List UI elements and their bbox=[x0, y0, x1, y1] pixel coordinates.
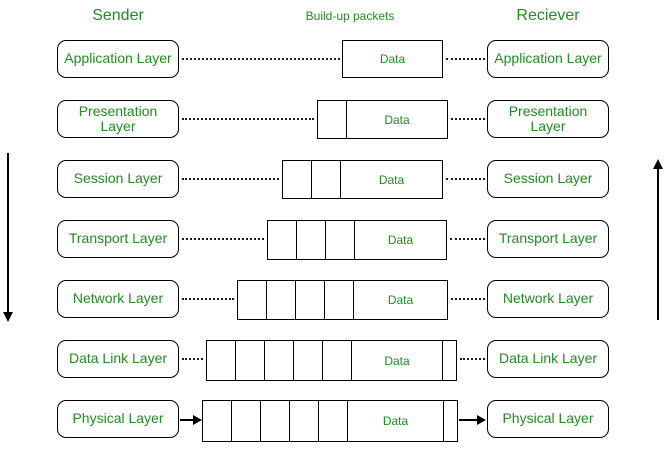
header-cell bbox=[318, 101, 347, 138]
packet-data-section: Data bbox=[352, 341, 442, 380]
layer-label: Data Link Layer bbox=[498, 350, 598, 367]
header-cell bbox=[290, 401, 319, 441]
layer-label: Network Layer bbox=[502, 290, 594, 307]
receiver-box-application-layer: Application Layer bbox=[487, 40, 609, 78]
receiver-direction-up-arrow bbox=[653, 159, 663, 320]
sender-box-session-layer: Session Layer bbox=[57, 160, 179, 198]
packet-data-section: Data bbox=[355, 221, 446, 259]
data-label: Data bbox=[379, 52, 406, 66]
header-cell bbox=[294, 341, 323, 380]
receiver-box-presentation-layer: Presentation Layer bbox=[487, 100, 609, 138]
header-cell bbox=[296, 281, 325, 319]
sender-box-physical-layer: Physical Layer bbox=[57, 400, 179, 438]
packet-data-link: Data bbox=[206, 340, 457, 381]
layer-label: Physical Layer bbox=[502, 410, 594, 427]
data-label: Data bbox=[384, 353, 410, 368]
header-cell bbox=[203, 401, 232, 441]
layer-label: Transport Layer bbox=[498, 230, 598, 247]
packet-header-cells bbox=[238, 281, 354, 319]
packet-data-section: Data bbox=[343, 41, 442, 77]
header-cell bbox=[261, 401, 290, 441]
buildup-packets-heading: Build-up packets bbox=[305, 9, 395, 23]
sender-box-data-link-layer: Data Link Layer bbox=[57, 340, 179, 378]
receiver-box-network-layer: Network Layer bbox=[487, 280, 609, 318]
sender-box-network-layer: Network Layer bbox=[57, 280, 179, 318]
receiver-box-physical-layer: Physical Layer bbox=[487, 400, 609, 438]
layer-label: Transport Layer bbox=[68, 230, 168, 247]
packet-trailer-cell bbox=[442, 341, 456, 380]
dotted-connector-right bbox=[450, 238, 485, 240]
packet-trailer-cell bbox=[443, 401, 457, 441]
layer-label: Network Layer bbox=[72, 290, 164, 307]
dotted-connector-right bbox=[451, 118, 485, 120]
layer-label: Application Layer bbox=[494, 50, 602, 67]
dotted-connector-right bbox=[460, 358, 485, 360]
header-cell bbox=[238, 281, 267, 319]
layer-label: Physical Layer bbox=[72, 410, 164, 427]
packet-header-cells bbox=[318, 101, 347, 138]
dotted-connector-left bbox=[182, 298, 234, 300]
dotted-connector-left bbox=[182, 238, 264, 240]
layer-label: Presentation Layer bbox=[508, 102, 588, 134]
dotted-connector-right bbox=[446, 178, 485, 180]
sender-column-heading: Sender bbox=[92, 7, 144, 24]
layer-label: Presentation Layer bbox=[78, 102, 158, 134]
layer-label: Application Layer bbox=[64, 50, 172, 67]
transmit-arrow-left bbox=[180, 415, 202, 425]
sender-box-presentation-layer: Presentation Layer bbox=[57, 100, 179, 138]
layer-label: Session Layer bbox=[73, 170, 163, 187]
packet-application: Data bbox=[342, 40, 443, 78]
header-cell bbox=[297, 221, 326, 259]
packet-header-cells bbox=[203, 401, 348, 441]
header-cell bbox=[232, 401, 261, 441]
packet-data-section: Data bbox=[354, 281, 447, 319]
dotted-connector-left bbox=[182, 58, 340, 60]
receiver-box-session-layer: Session Layer bbox=[487, 160, 609, 198]
data-label: Data bbox=[378, 172, 405, 187]
dotted-connector-left bbox=[182, 358, 203, 360]
packet-header-cells bbox=[283, 161, 341, 198]
packet-data-section: Data bbox=[347, 101, 447, 138]
header-cell bbox=[267, 281, 296, 319]
sender-box-application-layer: Application Layer bbox=[57, 40, 179, 78]
layer-label: Session Layer bbox=[503, 170, 593, 187]
packet-presentation: Data bbox=[317, 100, 448, 139]
packet-data-section: Data bbox=[341, 161, 442, 198]
dotted-connector-right bbox=[451, 298, 485, 300]
receiver-box-transport-layer: Transport Layer bbox=[487, 220, 609, 258]
dotted-connector-left bbox=[182, 178, 279, 180]
header-cell bbox=[325, 281, 354, 319]
header-cell bbox=[207, 341, 236, 380]
header-cell bbox=[326, 221, 355, 259]
receiver-column-heading: Reciever bbox=[516, 7, 580, 24]
header-cell bbox=[283, 161, 312, 198]
transmit-arrow-right bbox=[459, 415, 486, 425]
packet-physical: Data bbox=[202, 400, 458, 442]
dotted-connector-left bbox=[182, 118, 314, 120]
packet-data-section: Data bbox=[348, 401, 443, 441]
layer-label: Data Link Layer bbox=[68, 350, 168, 367]
header-cell bbox=[323, 341, 352, 380]
packet-header-cells bbox=[268, 221, 355, 259]
packet-session: Data bbox=[282, 160, 443, 199]
header-cell bbox=[265, 341, 294, 380]
data-label: Data bbox=[384, 112, 410, 127]
data-label: Data bbox=[382, 414, 409, 428]
header-cell bbox=[312, 161, 341, 198]
packet-header-cells bbox=[207, 341, 352, 380]
packet-transport: Data bbox=[267, 220, 447, 260]
dotted-connector-right bbox=[446, 58, 485, 60]
header-cell bbox=[319, 401, 348, 441]
header-cell bbox=[268, 221, 297, 259]
packet-network: Data bbox=[237, 280, 448, 320]
sender-direction-down-arrow bbox=[3, 153, 13, 322]
sender-box-transport-layer: Transport Layer bbox=[57, 220, 179, 258]
data-label: Data bbox=[387, 233, 414, 247]
data-label: Data bbox=[387, 293, 414, 307]
receiver-box-data-link-layer: Data Link Layer bbox=[487, 340, 609, 378]
header-cell bbox=[236, 341, 265, 380]
